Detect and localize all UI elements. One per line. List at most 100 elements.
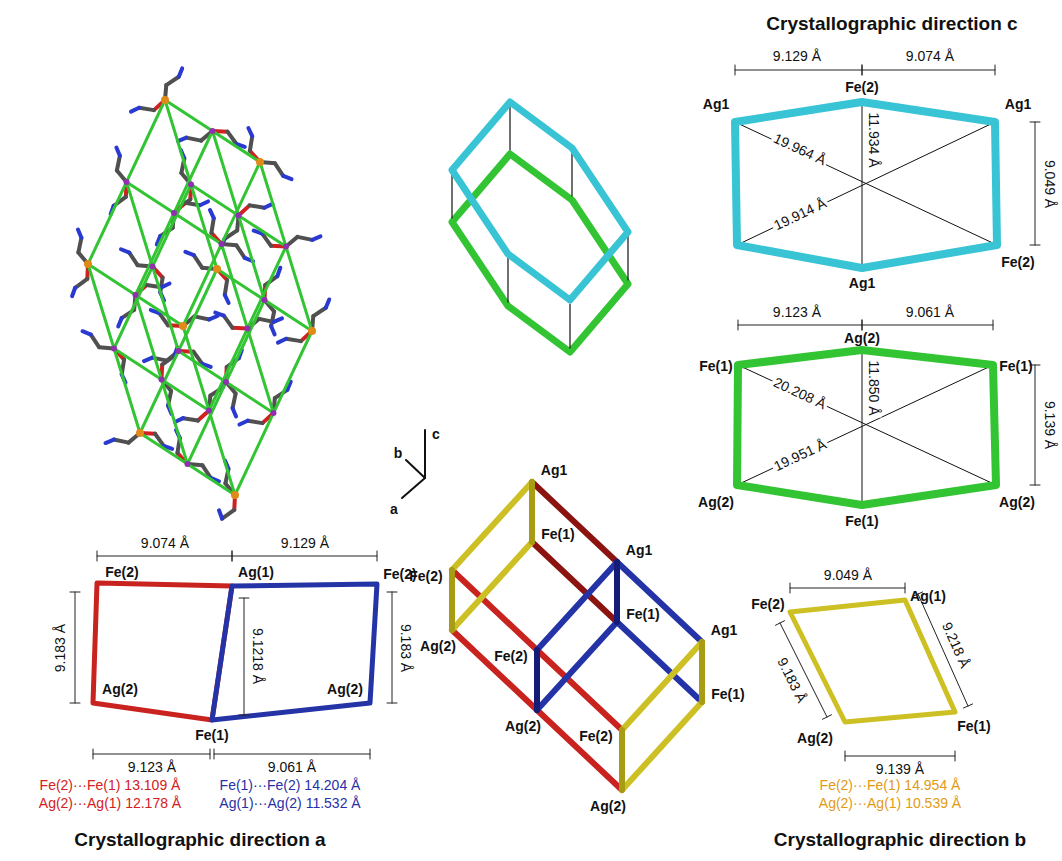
layer-link: [569, 304, 570, 348]
metal-atom: [231, 491, 239, 499]
prism-edge: [534, 650, 540, 710]
dimension-line: [735, 70, 862, 71]
dimension-tick: [70, 592, 80, 593]
metal-atom: [283, 244, 289, 250]
axis-line: [406, 460, 425, 478]
atom-label: Fe(2): [383, 566, 416, 582]
ligand-stick: [210, 210, 214, 218]
dimension-tick: [862, 320, 863, 330]
distance-label: Ag(1)···Ag(2) 11.532 Å: [219, 795, 360, 811]
atom-label: Fe(1): [999, 358, 1032, 374]
atom-label: c: [432, 426, 440, 442]
dimension-line: [1035, 365, 1036, 485]
distance-label: Ag(2)···Ag(1) 12.178 Å: [39, 795, 181, 811]
atom-label: Ag(2): [102, 681, 138, 697]
metal-atom: [111, 346, 117, 352]
prism-edge: [619, 730, 625, 790]
metal-atom: [245, 326, 251, 332]
ligand-stick: [178, 138, 186, 141]
ligand-stick: [129, 253, 137, 266]
dimension-tick: [239, 598, 249, 599]
ligand-stick: [248, 128, 252, 136]
dimension-tick: [377, 551, 378, 561]
ligand-stick: [233, 408, 236, 416]
atom-label: Fe(1): [957, 718, 990, 734]
prism-edge: [537, 622, 617, 710]
metal-atom: [171, 210, 177, 216]
atom-label: Ag(2): [999, 494, 1035, 510]
dimension-tick: [232, 551, 233, 561]
prism-edge: [452, 630, 537, 710]
atom-label: Ag(2): [505, 718, 541, 734]
dimension-line: [75, 592, 76, 703]
ligand-stick: [105, 440, 113, 443]
distance-label: Ag(2)···Ag(1) 10.539 Å: [819, 795, 961, 811]
axis-line: [424, 430, 426, 478]
metal-atom: [176, 348, 182, 354]
dimension-tick: [387, 592, 397, 593]
ligand-stick: [313, 308, 326, 316]
dimension-line: [97, 556, 232, 557]
ligand-stick: [239, 421, 247, 425]
framework-edge: [114, 349, 209, 411]
blue-face: [212, 584, 377, 720]
prism-edge: [452, 542, 532, 630]
dimension-tick: [210, 749, 211, 759]
metal-atom: [124, 179, 130, 185]
metal-atom: [223, 379, 229, 385]
diagonal-line: [862, 102, 863, 268]
ligand-stick: [283, 176, 291, 179]
atom-label: Fe(2): [494, 648, 527, 664]
ligand-stick: [175, 418, 183, 422]
ligand-stick: [161, 283, 169, 287]
ligand-stick: [236, 245, 244, 258]
distance-label: 9.049 Å: [824, 567, 872, 583]
metal-atom: [236, 213, 242, 219]
distance-label: 9.183 Å: [774, 655, 810, 705]
atom-label: Ag1: [1005, 96, 1031, 112]
diagonal-line: [862, 350, 863, 505]
metal-atom: [213, 265, 221, 273]
distance-label: 9.218 Å: [939, 620, 973, 671]
dimension-tick: [93, 749, 94, 759]
hexagon-section: [737, 350, 996, 505]
dimension-line: [738, 325, 862, 326]
metal-atom: [84, 260, 92, 268]
atom-label: Ag(1): [910, 588, 946, 604]
dimension-tick: [995, 65, 996, 75]
distance-label: 19.951 Å: [769, 435, 830, 475]
framework-edge: [183, 326, 235, 495]
hexagon-section: [735, 102, 997, 268]
ligand-stick: [183, 418, 198, 420]
metal-atom: [150, 264, 156, 270]
dimension-line: [214, 754, 370, 755]
ligand-stick: [186, 138, 201, 141]
ligand-stick: [131, 108, 139, 112]
framework-edge: [209, 247, 286, 411]
distance-label: 9.049 Å: [1042, 160, 1058, 208]
distance-label: Fe(2)···Fe(1) 14.954 Å: [820, 777, 961, 793]
distance-label: 9.061 Å: [906, 304, 954, 320]
dimension-tick: [845, 751, 846, 761]
framework-edge: [88, 264, 183, 326]
metal-atom: [136, 429, 144, 437]
distance-label: 20.208 Å: [769, 373, 830, 413]
dimension-tick: [70, 703, 80, 704]
metal-atom: [185, 461, 191, 467]
atom-label: Ag1: [703, 96, 729, 112]
dimension-tick: [97, 551, 98, 561]
distance-label: 9.074 Å: [906, 48, 954, 64]
metal-atom: [256, 158, 264, 166]
ligand-stick: [219, 510, 222, 518]
red-face: [93, 583, 232, 720]
layer-link: [627, 236, 628, 280]
distance-label: 19.914 Å: [769, 194, 830, 234]
atom-label: Fe(1): [626, 606, 659, 622]
ligand-stick: [118, 318, 121, 326]
atom-label: Fe(1): [541, 526, 574, 542]
ligand-stick: [248, 421, 263, 423]
metal-atom: [210, 128, 216, 134]
framework-edge: [191, 185, 286, 247]
atom-label: Fe(2): [579, 728, 612, 744]
